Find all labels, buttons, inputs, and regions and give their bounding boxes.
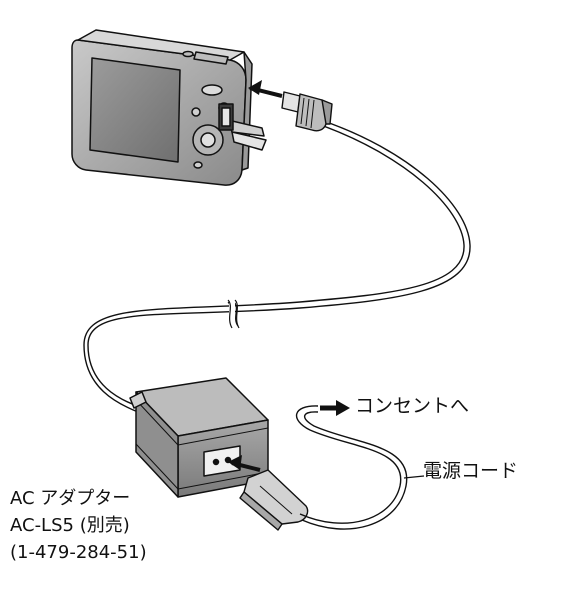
adapter-model: AC-LS5 (別売) [10, 512, 147, 539]
adapter-part-number: (1-479-284-51) [10, 539, 147, 566]
power-cord-label: 電源コード [423, 460, 518, 483]
power-cord [297, 406, 407, 529]
usb-plug-icon [282, 92, 332, 131]
arrow-right-icon [318, 397, 352, 419]
arrow-right-icon [248, 80, 282, 96]
ac-adapter-label: AC アダプター AC-LS5 (別売) (1-479-284-51) [10, 485, 147, 566]
adapter-name: AC アダプター [10, 485, 147, 512]
power-plug-icon [240, 470, 308, 530]
digital-camera-icon [72, 30, 266, 185]
outlet-label: コンセントへ [355, 395, 469, 418]
